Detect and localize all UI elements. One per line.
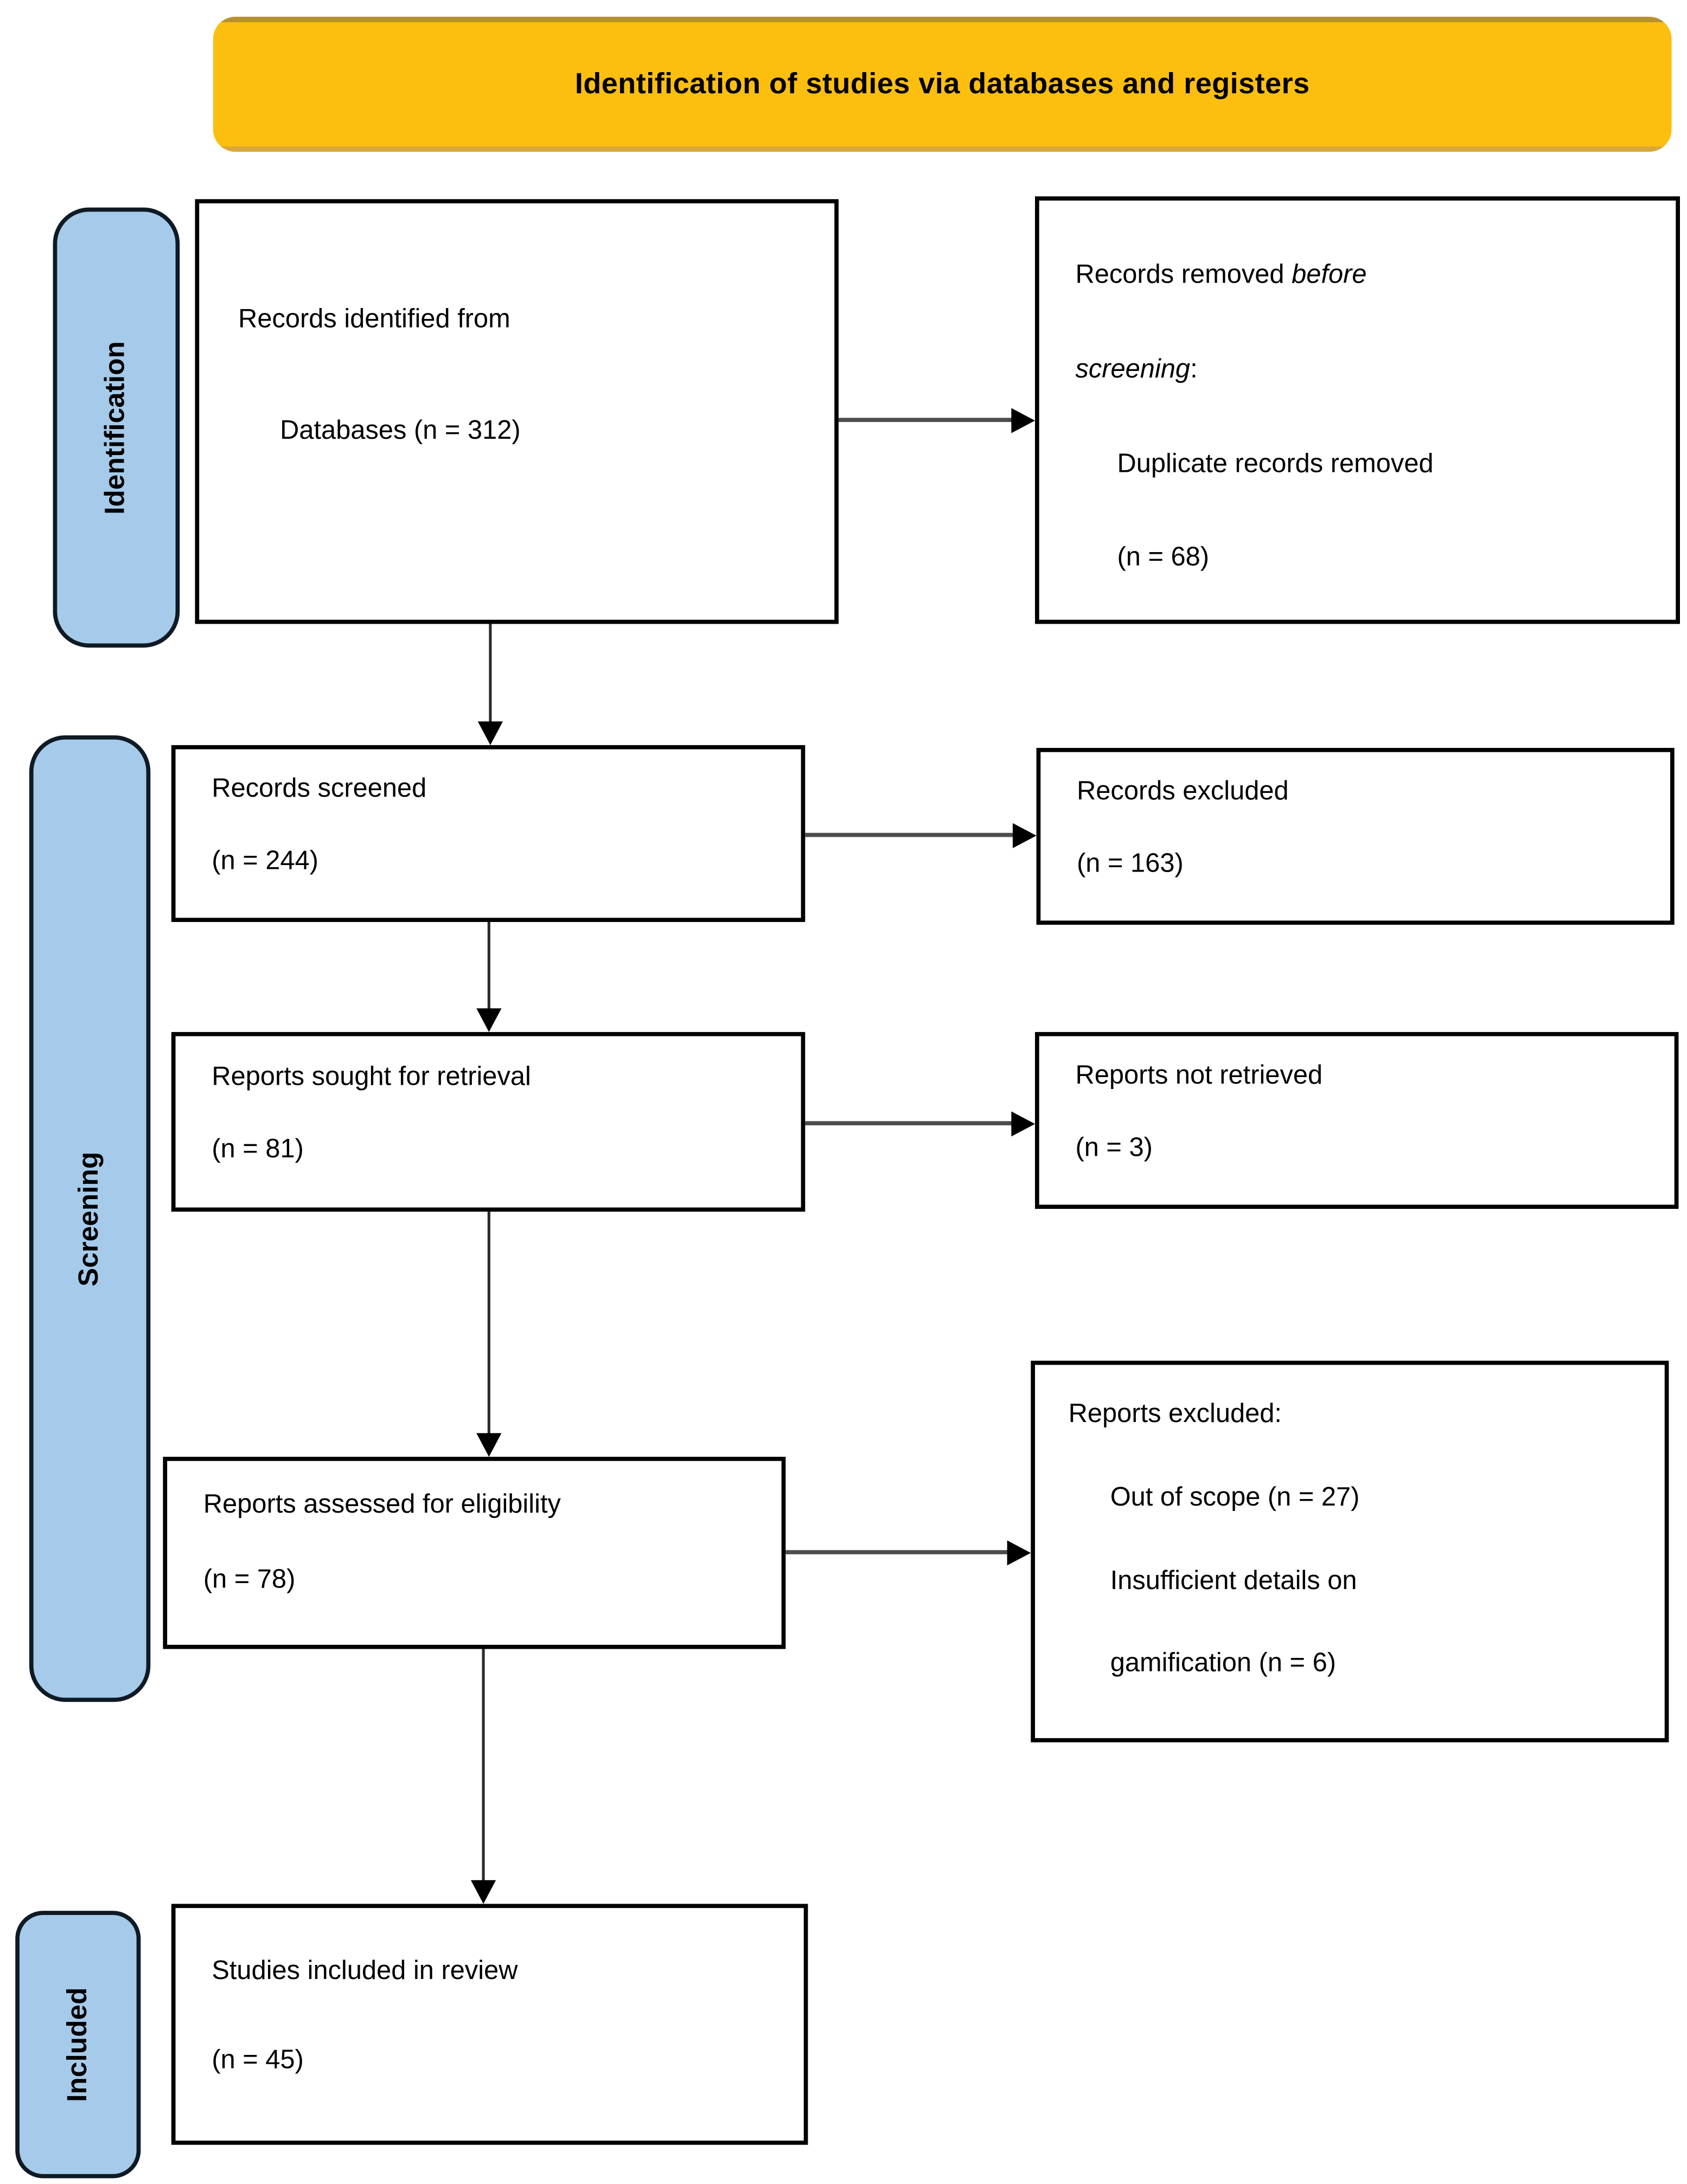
reports-excluded-line4: gamification (n = 6) bbox=[1110, 1649, 1336, 1679]
reports-excluded-line3: Insufficient details on bbox=[1110, 1566, 1357, 1596]
records-screened-line1: Records screened bbox=[212, 774, 427, 804]
reports-assessed-line1: Reports assessed for eligibility bbox=[203, 1490, 561, 1520]
arrowhead-down-icon bbox=[470, 1880, 496, 1904]
reports-sought-line2: (n = 81) bbox=[212, 1135, 304, 1164]
reports-assessed-line2: (n = 78) bbox=[203, 1565, 296, 1594]
records-identified-line1: Records identified from bbox=[238, 305, 510, 335]
studies-included-line2: (n = 45) bbox=[212, 2045, 304, 2075]
arrowhead-right-icon bbox=[1011, 1110, 1036, 1136]
box-reports-sought: Reports sought for retrieval (n = 81) bbox=[171, 1032, 806, 1212]
records-identified-line2: Databases (n = 312) bbox=[280, 416, 521, 446]
records-removed-line4: (n = 68) bbox=[1117, 543, 1210, 573]
arrowhead-down-icon bbox=[476, 1433, 502, 1457]
banner-title: Identification of studies via databases … bbox=[574, 67, 1310, 100]
arrow-line bbox=[838, 418, 1013, 422]
arrow-line bbox=[489, 624, 492, 723]
box-reports-assessed: Reports assessed for eligibility (n = 78… bbox=[163, 1457, 786, 1649]
stage-screening-label: Screening bbox=[74, 1151, 105, 1286]
arrow-line bbox=[487, 1212, 490, 1435]
box-records-excluded: Records excluded (n = 163) bbox=[1036, 748, 1675, 925]
records-excluded-line2: (n = 163) bbox=[1077, 849, 1184, 879]
box-records-screened: Records screened (n = 244) bbox=[171, 745, 806, 923]
box-records-identified: Records identified from Databases (n = 3… bbox=[195, 199, 839, 624]
stage-screening: Screening bbox=[29, 735, 151, 1702]
records-removed-line1-italic: before bbox=[1292, 260, 1367, 290]
reports-excluded-line2: Out of scope (n = 27) bbox=[1110, 1483, 1360, 1513]
arrow-line bbox=[805, 1121, 1013, 1125]
reports-sought-line1: Reports sought for retrieval bbox=[212, 1062, 531, 1092]
records-removed-line2-italic: screening bbox=[1075, 355, 1191, 385]
stage-identification: Identification bbox=[53, 207, 180, 648]
stage-identification-label: Identification bbox=[100, 341, 131, 515]
arrowhead-right-icon bbox=[1007, 1539, 1031, 1565]
box-records-removed: Records removed before screening: Duplic… bbox=[1035, 196, 1680, 624]
reports-not-retrieved-line1: Reports not retrieved bbox=[1075, 1061, 1323, 1091]
reports-not-retrieved-line2: (n = 3) bbox=[1075, 1133, 1153, 1163]
records-removed-line1: Records removed before bbox=[1075, 259, 1676, 292]
arrowhead-right-icon bbox=[1011, 407, 1036, 433]
box-reports-excluded: Reports excluded: Out of scope (n = 27) … bbox=[1031, 1360, 1669, 1743]
arrow-line bbox=[482, 1649, 485, 1882]
records-screened-line2: (n = 244) bbox=[212, 846, 318, 876]
records-excluded-line1: Records excluded bbox=[1077, 777, 1289, 806]
records-removed-line3: Duplicate records removed bbox=[1117, 449, 1434, 479]
arrow-line bbox=[487, 922, 490, 1010]
arrowhead-right-icon bbox=[1012, 822, 1037, 848]
box-studies-included: Studies included in review (n = 45) bbox=[171, 1904, 808, 2145]
records-removed-line2: screening: bbox=[1075, 354, 1676, 387]
stage-included: Included bbox=[15, 1911, 141, 2179]
box-reports-not-retrieved: Reports not retrieved (n = 3) bbox=[1035, 1032, 1679, 1209]
banner: Identification of studies via databases … bbox=[213, 16, 1672, 152]
records-removed-line1-normal: Records removed bbox=[1075, 260, 1292, 290]
arrowhead-down-icon bbox=[477, 721, 503, 745]
stage-included-label: Included bbox=[62, 1987, 93, 2102]
arrow-line bbox=[785, 1550, 1009, 1554]
records-removed-line2-normal: : bbox=[1190, 355, 1198, 385]
arrow-line bbox=[805, 832, 1014, 837]
arrowhead-down-icon bbox=[476, 1008, 502, 1032]
reports-excluded-line1: Reports excluded: bbox=[1068, 1399, 1282, 1429]
studies-included-line1: Studies included in review bbox=[212, 1957, 518, 1986]
